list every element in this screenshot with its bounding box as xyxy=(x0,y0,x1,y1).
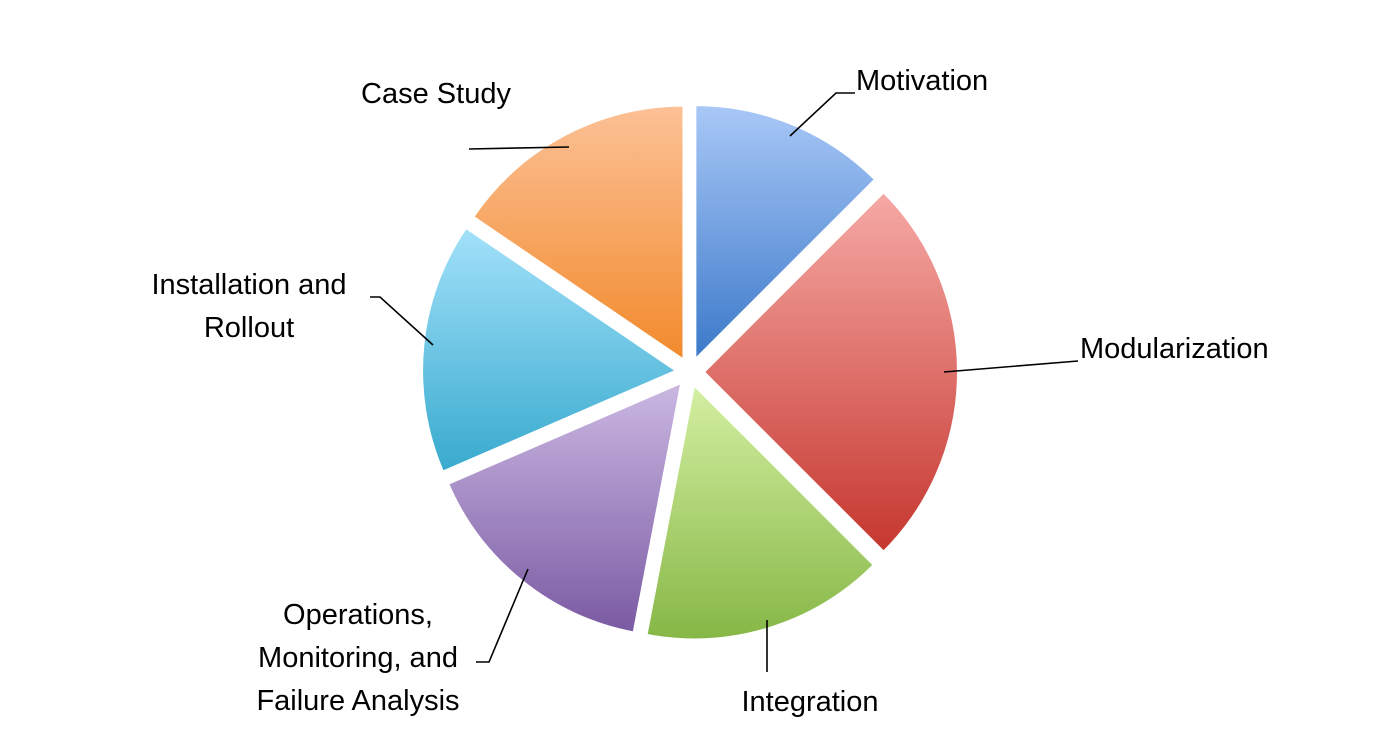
slice-label-line: Operations, xyxy=(283,599,433,631)
slice-label-modularization: Modularization xyxy=(1080,333,1269,365)
pie-slice-motivation xyxy=(694,104,877,362)
slice-label-line: Integration xyxy=(741,686,878,718)
slices-layer xyxy=(421,104,959,641)
leader-line-case-study xyxy=(468,146,570,150)
slice-label-line: Case Study xyxy=(361,78,511,110)
slice-label-line: Installation and xyxy=(151,269,346,301)
slice-label-line: Rollout xyxy=(204,312,294,344)
slice-label-case-study: Case Study xyxy=(361,78,511,110)
pie-slice-integration xyxy=(645,383,876,641)
leader-line-installation-and-rollout xyxy=(370,296,434,346)
slice-label-line: Motivation xyxy=(856,65,988,97)
leader-line-operations-monitoring-and-failure-analysis xyxy=(476,568,529,663)
pie-slice-installation-and-rollout xyxy=(421,226,679,473)
pie-slice-case-study xyxy=(471,104,685,362)
leader-lines-layer xyxy=(370,92,1079,672)
slice-label-integration: Integration xyxy=(741,686,878,718)
slice-label-line: Modularization xyxy=(1080,333,1269,365)
slice-label-line: Failure Analysis xyxy=(256,685,459,717)
leader-line-motivation xyxy=(789,92,855,137)
pie-slice-modularization xyxy=(702,190,959,554)
slice-label-line: Monitoring, and xyxy=(258,642,458,674)
leader-line-modularization xyxy=(943,360,1079,373)
slice-label-motivation: Motivation xyxy=(856,65,988,97)
